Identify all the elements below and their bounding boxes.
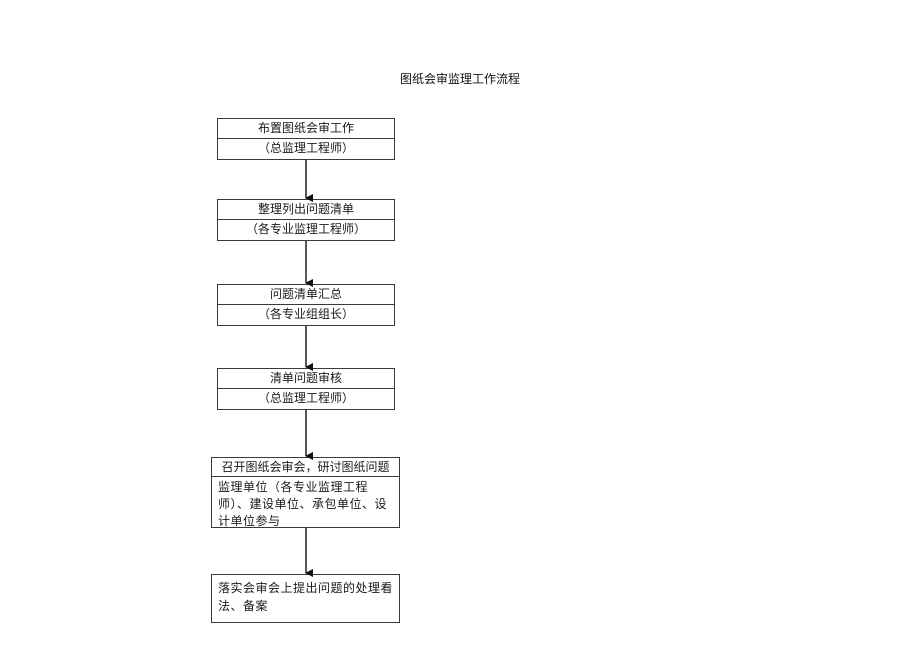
step-3-action: 问题清单汇总	[269, 287, 342, 301]
step-1-action: 布置图纸会审工作	[257, 121, 354, 135]
step-1-box: 布置图纸会审工作 （总监理工程师）	[217, 118, 395, 160]
step-5-participants: 监理单位（各专业监理工程师）、建设单位、承包单位、设计单位参与	[218, 480, 388, 528]
step-6-box: 落实会审会上提出问题的处理看法、备案	[211, 574, 400, 623]
step-2-role: （各专业监理工程师）	[218, 219, 394, 239]
diagram-title: 图纸会审监理工作流程	[399, 72, 520, 86]
step-4-role: （总监理工程师）	[218, 388, 394, 408]
step-2-action: 整理列出问题清单	[257, 202, 354, 216]
step-1-role: （总监理工程师）	[218, 138, 394, 158]
step-3-box: 问题清单汇总 （各专业组组长）	[217, 284, 395, 326]
step-3-role: （各专业组组长）	[218, 304, 394, 324]
step-6-action: 落实会审会上提出问题的处理看法、备案	[218, 581, 394, 613]
step-5-action: 召开图纸会审会，研讨图纸问题	[212, 458, 399, 477]
step-2-box: 整理列出问题清单 （各专业监理工程师）	[217, 199, 395, 241]
step-4-action: 清单问题审核	[269, 371, 342, 385]
step-5-box: 召开图纸会审会，研讨图纸问题 监理单位（各专业监理工程师）、建设单位、承包单位、…	[211, 457, 400, 528]
